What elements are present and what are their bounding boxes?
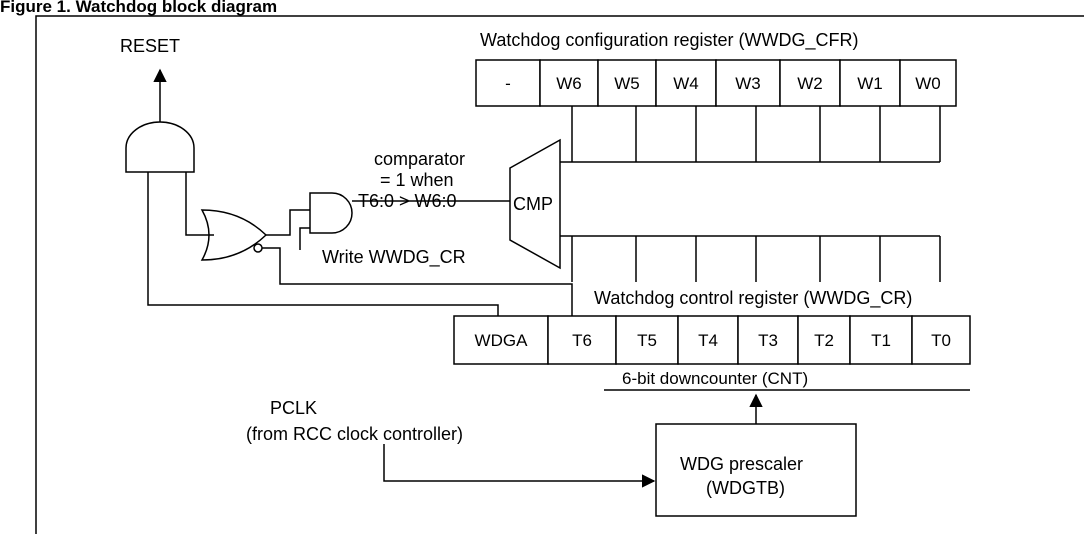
cfr-bit-lines [560, 106, 941, 163]
comparator-note-line2: = 1 when [380, 170, 454, 190]
cfr-cell-w6-1 [539, 59, 599, 107]
cr-cell-wdga-0 [453, 315, 549, 365]
prescaler-reg-label: (WDGTB) [706, 478, 785, 498]
cfr-cell-w0-7 [899, 59, 957, 107]
or-inverter-bubble [253, 243, 263, 253]
cr-cell-t2-5 [797, 315, 851, 365]
cr-cell-t6-1 [547, 315, 617, 365]
wdg-prescaler-block [655, 423, 857, 517]
wire-t6-feedback [262, 247, 573, 316]
wire-or-to-reset [185, 172, 214, 236]
cr-bit-label-7: T0 [931, 331, 951, 350]
cfr-bit-label-7: W0 [915, 74, 941, 93]
cr-bit-label-0: WDGA [475, 331, 529, 350]
cr-cell-t1-6 [849, 315, 913, 365]
cr-bit-label-1: T6 [572, 331, 592, 350]
downcounter-label: 6-bit downcounter (CNT) [622, 369, 808, 388]
cfr-title: Watchdog configuration register (WWDG_CF… [480, 30, 858, 51]
cfr-bit-label-3: W4 [673, 74, 699, 93]
cfr-bit-label-6: W1 [857, 74, 883, 93]
cfr-bit-label-4: W3 [735, 74, 761, 93]
cr-bit-label-5: T2 [814, 331, 834, 350]
compare-and-gate [309, 192, 353, 234]
cr-bit-label-4: T3 [758, 331, 778, 350]
cr-cell-t4-3 [677, 315, 739, 365]
prescaler-label: WDG prescaler [680, 454, 803, 474]
write-wwdg-cr-label: Write WWDG_CR [322, 247, 466, 268]
cfr-cell--0 [475, 59, 541, 107]
cfr-bit-label-0: - [505, 74, 511, 93]
cr-title: Watchdog control register (WWDG_CR) [594, 288, 912, 309]
cr-register: WDGA T6 T5 T4 T3 T2 T1 T0 [453, 315, 971, 365]
comparator-block [509, 138, 561, 270]
comparator-note-line1: comparator [374, 149, 465, 169]
cfr-bit-label-5: W2 [797, 74, 823, 93]
cr-cell-t0-7 [911, 315, 971, 365]
reset-label: RESET [120, 36, 180, 56]
figure-caption: Figure 1. Watchdog block diagram [0, 0, 277, 16]
cr-bit-label-6: T1 [871, 331, 891, 350]
wire-wdga-to-reset [147, 172, 499, 316]
pclk-label: PCLK [270, 398, 317, 418]
reset-and-gate [125, 121, 195, 173]
cfr-cell-w3-4 [715, 59, 781, 107]
cfr-bit-label-2: W5 [614, 74, 640, 93]
cfr-register: - W6 W5 W4 W3 W2 W1 W0 [475, 59, 957, 107]
cmp-label: CMP [513, 194, 553, 214]
wire-write-input [299, 227, 310, 250]
cr-bit-label-3: T4 [698, 331, 718, 350]
cfr-cell-w5-2 [597, 59, 657, 107]
cfr-bit-label-1: W6 [556, 74, 582, 93]
figure-frame [35, 15, 1084, 534]
wire-or-to-and [266, 209, 310, 236]
cr-bit-lines [560, 235, 941, 282]
cr-cell-t3-4 [737, 315, 799, 365]
pclk-source-label: (from RCC clock controller) [246, 424, 463, 444]
cr-bit-label-2: T5 [637, 331, 657, 350]
pclk-to-prescaler-arrow [383, 444, 656, 488]
or-gate [200, 209, 268, 261]
